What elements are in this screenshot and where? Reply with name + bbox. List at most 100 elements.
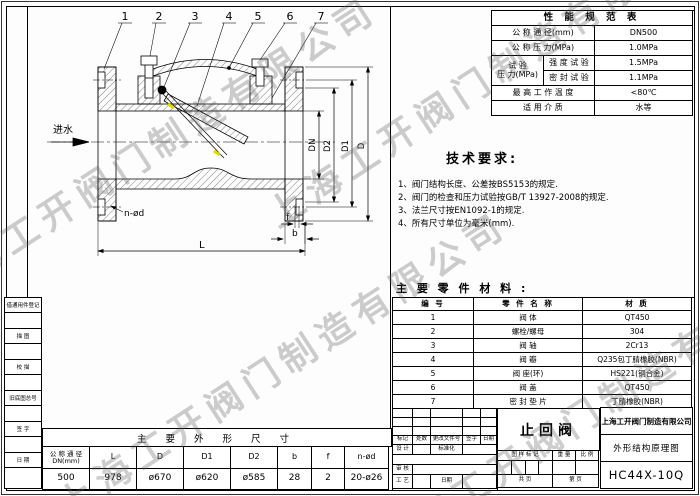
part-number-2: 2 [156, 10, 163, 23]
parts-cell: 阀 体 [474, 311, 583, 325]
spec-medium-label: 适 用 介 质 [492, 101, 595, 116]
margin-field-check-tracing: 校 描 [4, 359, 42, 375]
title-block: 标记 处数 更改文件号 签字 日期 设 计 标准化 审 核 工 艺 日期 止回阀… [392, 407, 693, 490]
tb-design-label: 设 计 [393, 445, 413, 455]
tb-pages-total: 共 页 [498, 475, 553, 488]
margin-field-old-drawing-no: 旧底图总号 [4, 390, 42, 406]
arm-mark-2 [213, 149, 221, 157]
part-number-1: 1 [122, 10, 129, 23]
dim-label-f: f [286, 213, 290, 223]
tb-weight-label: 重 量 [553, 451, 576, 461]
dim-label-n-od: n-ød [124, 209, 144, 219]
parts-cell: 6 [393, 381, 474, 395]
spec-strength-value: 1.5MPa [595, 56, 693, 71]
tb-review-label: 审 核 [393, 465, 413, 475]
part-number-6: 6 [287, 10, 294, 23]
tb-date2-label: 日期 [431, 475, 463, 489]
spec-test-label: 试 验压 力(MPa) [492, 56, 544, 86]
dim-lines [316, 66, 371, 222]
title-block-mark-grid: 图 样 标 记 重 量 比 例 共 页 第 页 [497, 450, 601, 490]
part-number-5: 5 [255, 10, 262, 23]
parts-cell: 2 [393, 325, 474, 339]
tb-page-no: 第 页 [553, 475, 599, 488]
dims-value: 500 [43, 469, 90, 490]
n-od-leader [110, 205, 124, 213]
left-margin-fields: 借通用件登记 描 图 校 描 旧底图总号 签 字 日 期 [4, 297, 42, 489]
margin-field-signature: 签 字 [4, 421, 42, 437]
spec-strength-label: 强 度 试 验 [544, 56, 595, 71]
part-number-3: 3 [192, 10, 199, 23]
spec-pn-label: 公 称 压 力(MPa) [492, 41, 595, 56]
spec-table: 性 能 规 范 表 公 称 通 径(mm) DN500 公 称 压 力(MPa)… [491, 10, 694, 116]
tb-change-file-label: 更改文件号 [431, 436, 463, 445]
model-number: HC44X-10Q [600, 461, 693, 489]
margin-field-common-parts: 借通用件登记 [4, 297, 42, 313]
part-callouts [103, 22, 328, 107]
dim-extension-lines [303, 66, 373, 222]
parts-cell: 阀 盖 [474, 381, 583, 395]
tb-pattern-mark-label: 图 样 标 记 [498, 451, 553, 461]
spec-temp-label: 最 高 工 作 温 度 [492, 86, 595, 101]
dims-value: 20-ø26 [345, 469, 389, 490]
margin-gap [4, 405, 42, 422]
hinge-pin [157, 85, 167, 95]
parts-cell: 阀 座(环) [474, 367, 583, 381]
valve-disc [163, 93, 249, 145]
body-top-wall [115, 103, 286, 112]
dims-value: ø670 [137, 469, 184, 490]
title-block-right: 上海工开阀门制造有限公司 外形结构原理图 HC44X-10Q [600, 407, 693, 489]
doc-type: 外形结构原理图 [600, 434, 693, 462]
margin-field-date: 日 期 [4, 452, 42, 468]
part-number-7: 7 [318, 10, 325, 23]
panel-divider-line [390, 6, 391, 490]
parts-cell: 2Cr13 [583, 339, 692, 353]
spec-npd-value: DN500 [595, 26, 693, 41]
parts-cell: 密 封 垫 片 [474, 395, 583, 409]
dim-label-d1: D1 [341, 140, 351, 152]
parts-cell: 阀 瓣 [474, 353, 583, 367]
bonnet-cover [152, 59, 258, 77]
parts-cell: HS221(铜合金) [583, 367, 692, 381]
part-numbers: 1 2 3 4 5 6 7 [122, 10, 325, 23]
valve-drawing: 1 2 3 4 5 6 7 进水 [47, 10, 373, 256]
tech-req-item-1: 1、阀门结构长度、公差按BS5153的规定. [398, 180, 558, 190]
dims-header-b: b [278, 447, 312, 469]
left-flange [93, 66, 121, 222]
margin-gap [4, 436, 42, 453]
dims-value: ø620 [184, 469, 231, 490]
dims-value: 2 [312, 469, 345, 490]
sheet-frame [6, 6, 695, 491]
inlet-label: 进水 [53, 124, 73, 136]
tb-mark-label: 标记 [393, 436, 413, 445]
tb-standard-label: 标准化 [431, 445, 463, 455]
parts-cell: 7 [393, 395, 474, 409]
product-name: 止回阀 [497, 408, 600, 451]
parts-cell: 螺栓/螺母 [474, 325, 583, 339]
dim-label-dn: DN [308, 139, 318, 152]
parts-cell: Q235包丁腈橡胶(NBR) [583, 353, 692, 367]
dims-band-title: 主 要 外 形 尺 寸 [42, 428, 392, 447]
right-bolt [251, 58, 269, 87]
dim-label-b: b [292, 229, 298, 239]
tb-sign-label: 签字 [463, 436, 481, 445]
part-number-4: 4 [226, 10, 233, 23]
tb-mark-cells [498, 461, 552, 474]
left-bolt [140, 55, 158, 99]
dim-label-d2: D2 [323, 140, 333, 152]
tech-req-item-2: 2、阀门的检查和压力试验按GB/T 13927-2008的规定. [398, 193, 609, 203]
dims-header-d1: D1 [184, 447, 231, 469]
title-block-revision-grid: 标记 处数 更改文件号 签字 日期 设 计 标准化 审 核 工 艺 日期 [392, 408, 498, 490]
margin-gap [4, 467, 42, 489]
parts-header-name: 零 件 名 称 [474, 298, 583, 311]
dims-header-l: L [90, 447, 137, 469]
dims-header-f: f [312, 447, 345, 469]
parts-header-no: 编 号 [393, 298, 474, 311]
dim-labels-vertical: DN D2 D1 D [308, 139, 367, 152]
left-margin-line [27, 6, 28, 298]
spec-seal-value: 1.1MPa [595, 71, 693, 86]
parts-cell: QT450 [583, 381, 692, 395]
tech-requirements: 技术要求: 1、阀门结构长度、公差按BS5153的规定. 2、阀门的检查和压力试… [398, 148, 690, 231]
spec-medium-value: 水等 [595, 101, 693, 116]
